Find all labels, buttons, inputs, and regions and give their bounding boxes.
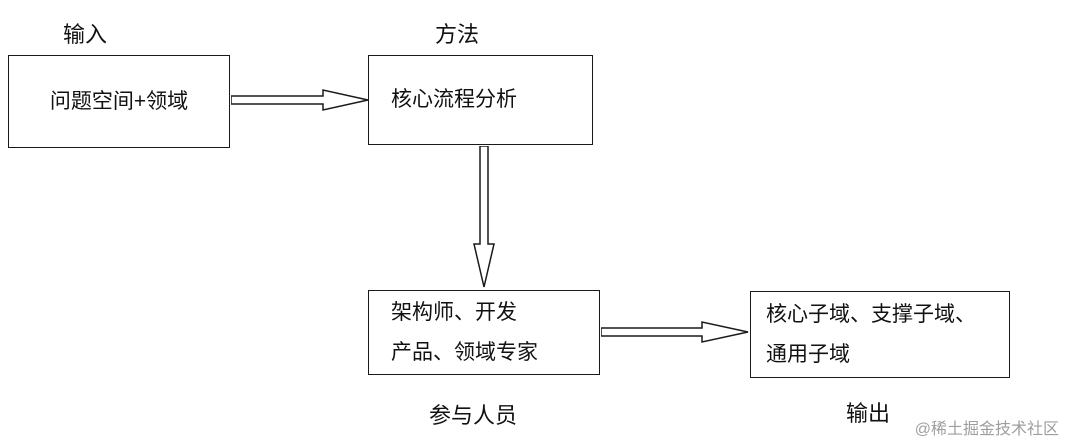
label-method: 方法 — [435, 22, 480, 47]
node-output-text-line1: 核心子域、支撑子域、 — [766, 302, 976, 326]
label-participants: 参与人员 — [429, 403, 518, 428]
node-method-text: 核心流程分析 — [391, 88, 517, 111]
node-input-box: 问题空间+领域 — [8, 55, 230, 148]
node-input-text: 问题空间+领域 — [49, 89, 189, 113]
arrow-right-icon — [231, 89, 369, 111]
arrow-down-icon — [473, 146, 495, 288]
node-method-box: 核心流程分析 — [368, 55, 593, 145]
node-output-text-line2: 通用子域 — [766, 342, 850, 366]
node-participants-text-line2: 产品、领域专家 — [391, 340, 538, 364]
label-output: 输出 — [846, 401, 891, 426]
node-participants-text-line1: 架构师、开发 — [391, 300, 517, 324]
node-output-box: 核心子域、支撑子域、 通用子域 — [750, 291, 1010, 378]
node-participants-box: 架构师、开发 产品、领域专家 — [368, 290, 600, 375]
label-input: 输入 — [63, 22, 108, 47]
watermark-text: @稀土掘金技术社区 — [914, 421, 1059, 438]
arrow-right-icon — [601, 321, 749, 343]
